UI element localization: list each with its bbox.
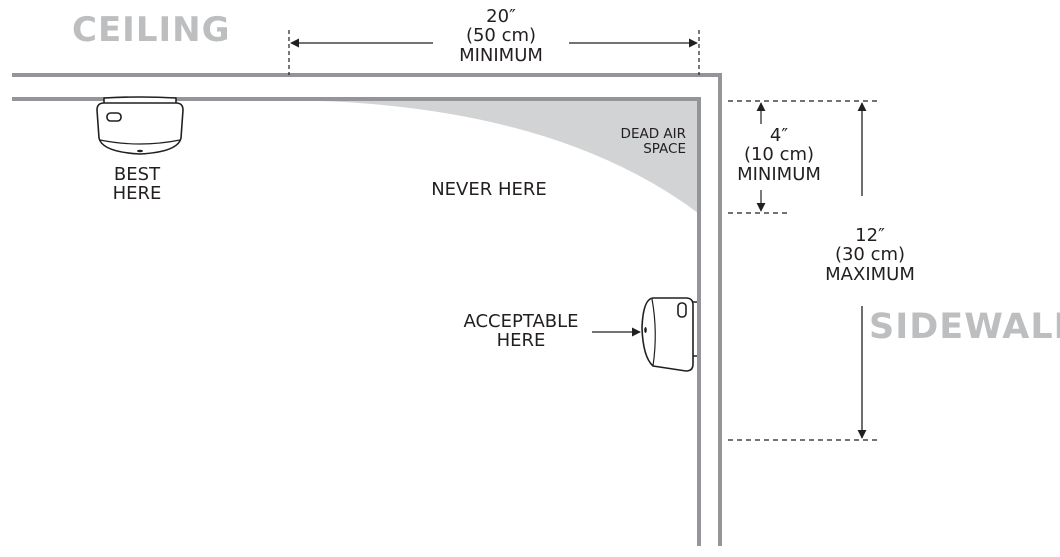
dead-air-space-label: DEAD AIR SPACE [596, 127, 686, 156]
acceptable-line-1: ACCEPTABLE [463, 311, 579, 332]
wall-maximum-label: 12″ (30 cm) MAXIMUM [805, 225, 935, 285]
dead-air-space-region [322, 101, 698, 213]
best-here-label: BEST HERE [95, 165, 179, 204]
wall-outer-line [12, 73, 722, 546]
dimension-qualifier: MAXIMUM [825, 263, 915, 285]
ceiling-label: CEILING [72, 10, 231, 50]
dimension-metric: (30 cm) [834, 244, 906, 266]
dimension-metric: (10 cm) [743, 144, 815, 166]
best-line-2: HERE [112, 183, 162, 205]
best-line-1: BEST [113, 164, 161, 185]
acceptable-line-2: HERE [496, 330, 546, 352]
dead-air-line-2: SPACE [643, 140, 686, 157]
wall-minimum-dimension [728, 100, 880, 214]
dimension-metric: (50 cm) [465, 25, 537, 47]
dimension-value: 12″ [855, 225, 885, 246]
ceiling-clearance-label: 20″ (50 cm) MINIMUM [424, 6, 578, 66]
dimension-qualifier: MINIMUM [459, 44, 543, 66]
wall-smoke-alarm-icon [641, 297, 697, 372]
dead-air-line-1: DEAD AIR [620, 126, 686, 142]
wall-minimum-label: 4″ (10 cm) MINIMUM [717, 125, 841, 185]
ceiling-clearance-dimension [288, 30, 700, 75]
wall-maximum-dimension [728, 102, 880, 441]
dimension-value: 4″ [769, 125, 789, 146]
dimension-qualifier: MINIMUM [737, 163, 821, 185]
acceptable-here-label: ACCEPTABLE HERE [448, 312, 594, 351]
wall-inner-line [12, 97, 701, 546]
ceiling-smoke-alarm-icon [96, 96, 184, 155]
dimension-value: 20″ [486, 6, 516, 27]
sidewall-label: SIDEWALL [869, 307, 1060, 347]
never-here-label: NEVER HERE [431, 179, 547, 200]
